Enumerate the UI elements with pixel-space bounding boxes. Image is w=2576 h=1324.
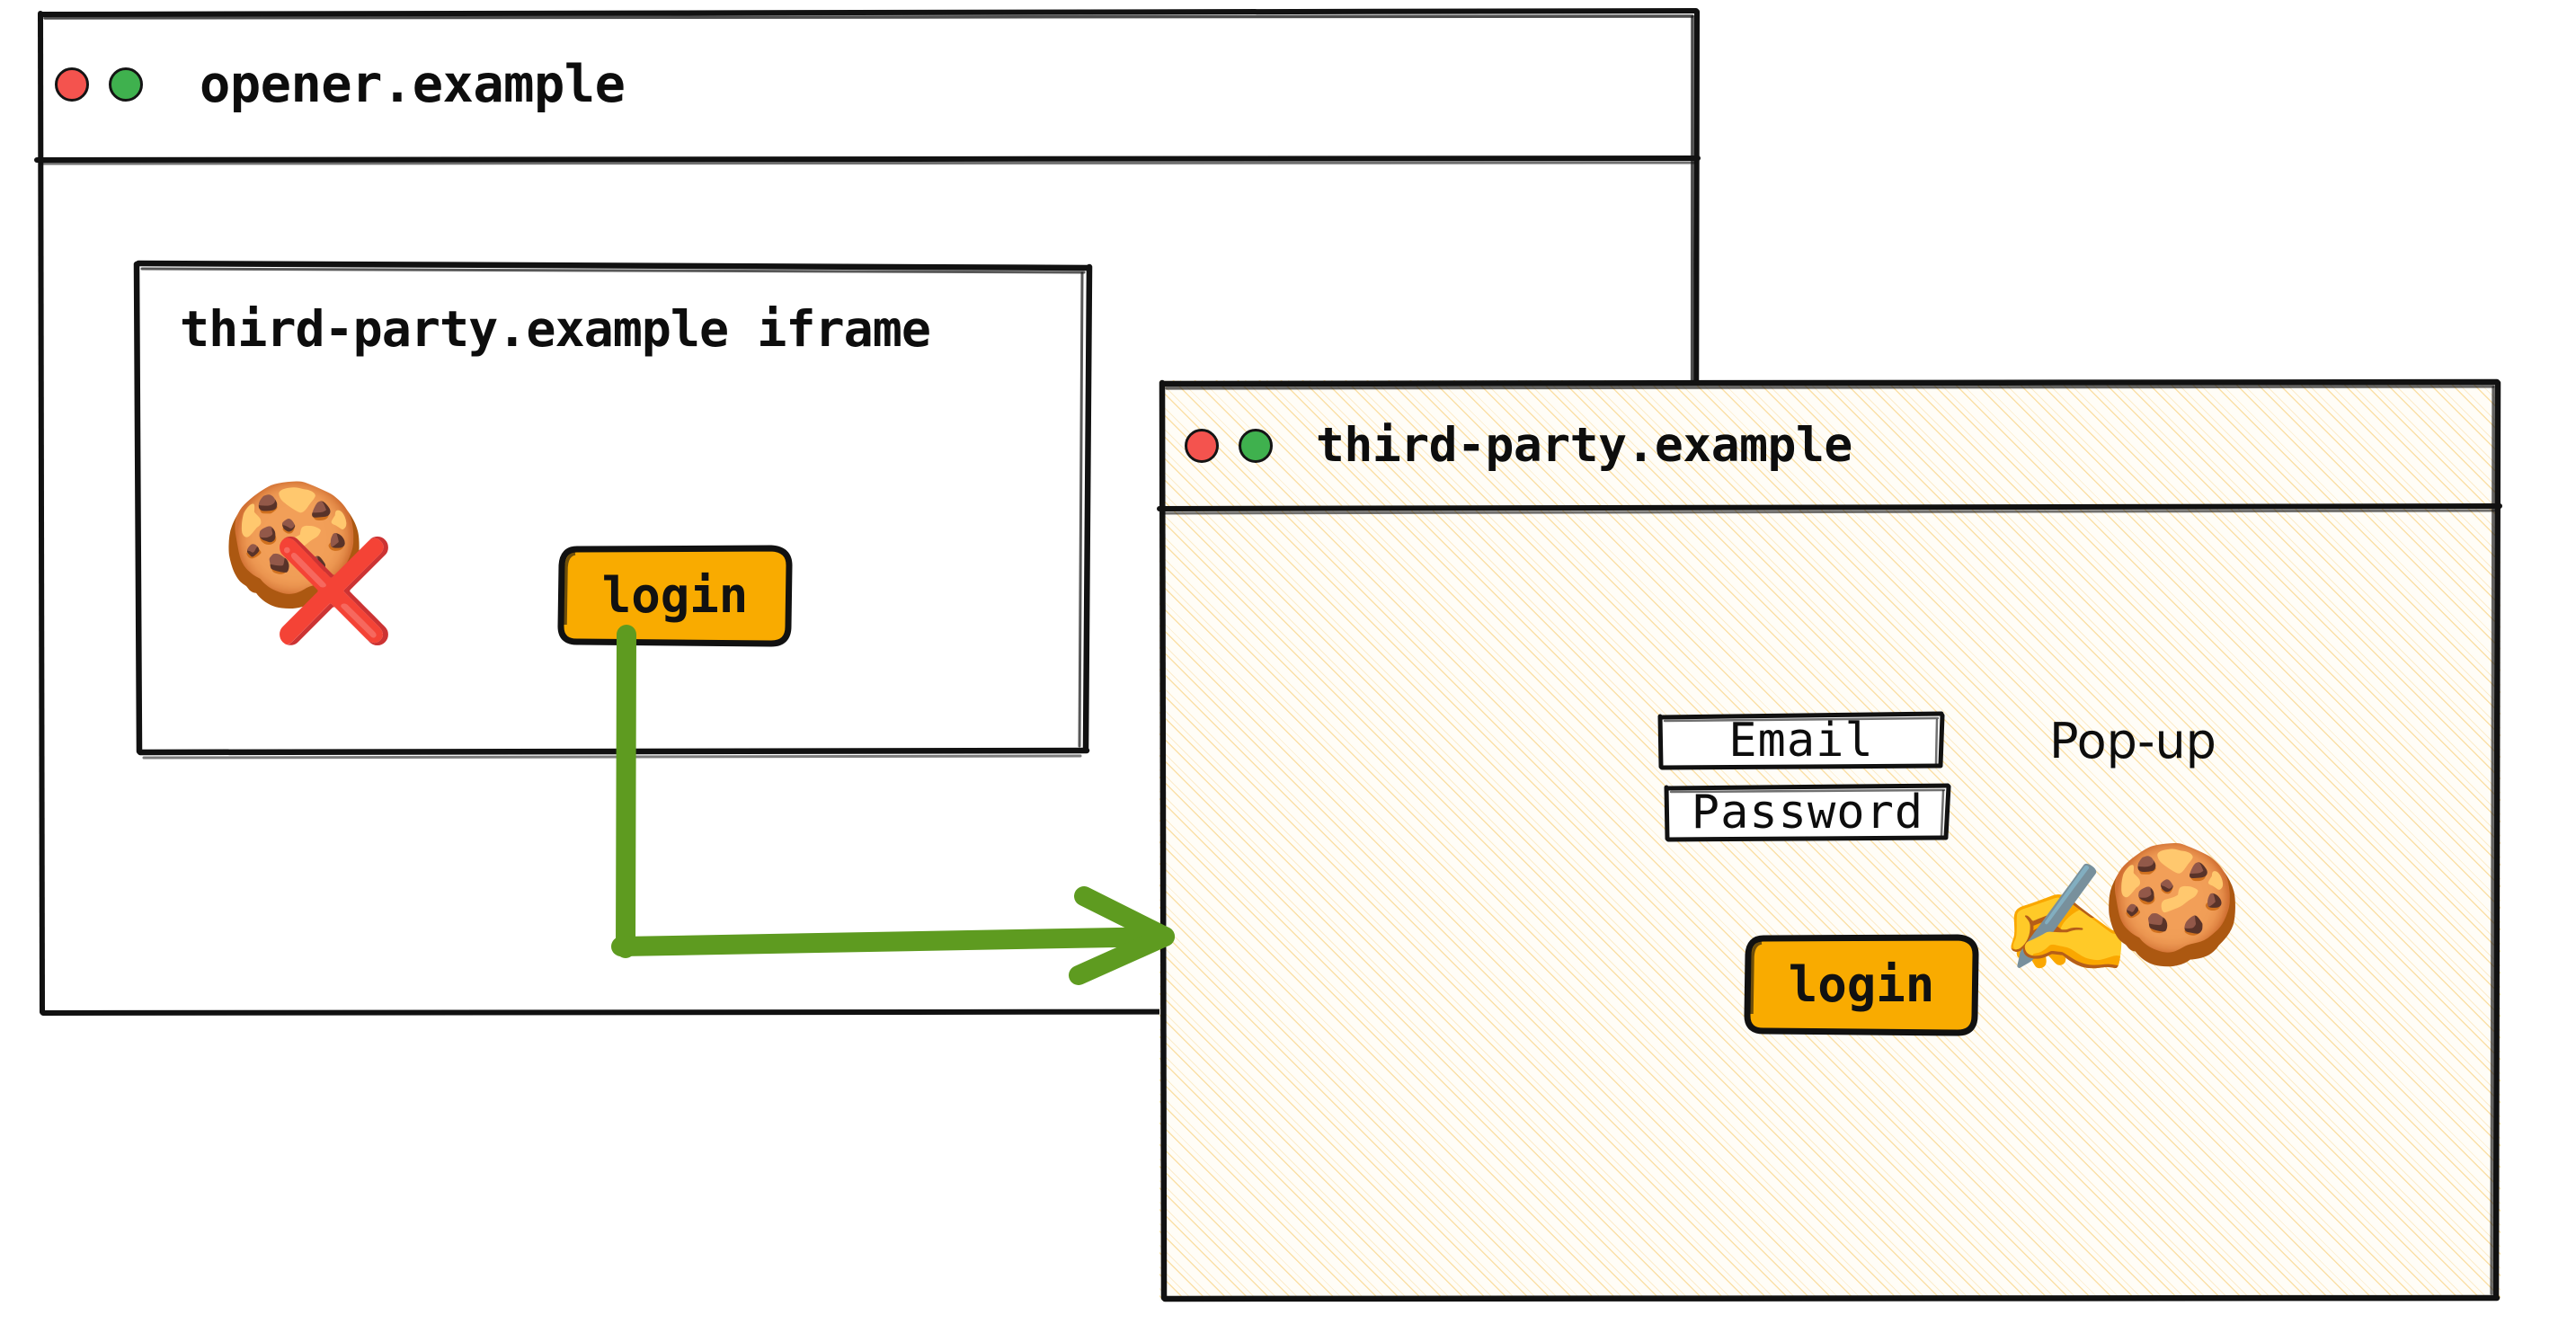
popup-titlebar: third-party.example [1159, 380, 2500, 511]
writing-hand-icon: ✍️ [2000, 857, 2132, 981]
password-field[interactable]: Password [1664, 783, 1951, 842]
opener-titlebar: opener.example [39, 9, 1699, 160]
popup-label: Pop-up [2049, 713, 2216, 769]
iframe-surface [135, 261, 1092, 755]
popup-login-button[interactable]: login [1744, 933, 1979, 1036]
iframe-login-button-shape [557, 545, 793, 647]
popup-login-button-shape [1744, 934, 1979, 1036]
opener-window-title: opener.example [200, 55, 626, 114]
opener-traffic-lights [55, 67, 143, 102]
password-field-fill [1668, 788, 1947, 839]
email-field-outline [1657, 711, 1945, 770]
popup-traffic-lights [1185, 428, 1273, 463]
email-field-fill [1662, 716, 1941, 767]
popup-surface [1159, 380, 2500, 1301]
third-party-iframe: third-party.example iframe 🍪 ❌ login [133, 260, 1093, 760]
minimize-dot[interactable] [109, 67, 143, 102]
close-dot[interactable] [55, 67, 89, 102]
password-field-outline [1664, 783, 1951, 842]
cross-mark-icon: ❌ [272, 533, 395, 648]
cookie-icon: 🍪 [2101, 838, 2244, 972]
close-dot[interactable] [1185, 428, 1219, 463]
cookie-icon: 🍪 [220, 475, 369, 614]
blocked-cookie-group: 🍪 ❌ [220, 485, 400, 652]
iframe-login-button[interactable]: login [557, 544, 793, 647]
minimize-dot[interactable] [1239, 428, 1273, 463]
iframe-login-button-label: login [601, 567, 749, 624]
email-field-label: Email [1728, 714, 1874, 768]
email-field[interactable]: Email [1657, 711, 1945, 770]
popup-window-title: third-party.example [1316, 418, 1852, 473]
popup-window: third-party.example Email [1157, 378, 2502, 1302]
popup-login-button-label: login [1788, 956, 1935, 1013]
password-field-label: Password [1691, 786, 1924, 840]
iframe-title: third-party.example iframe [180, 300, 931, 358]
